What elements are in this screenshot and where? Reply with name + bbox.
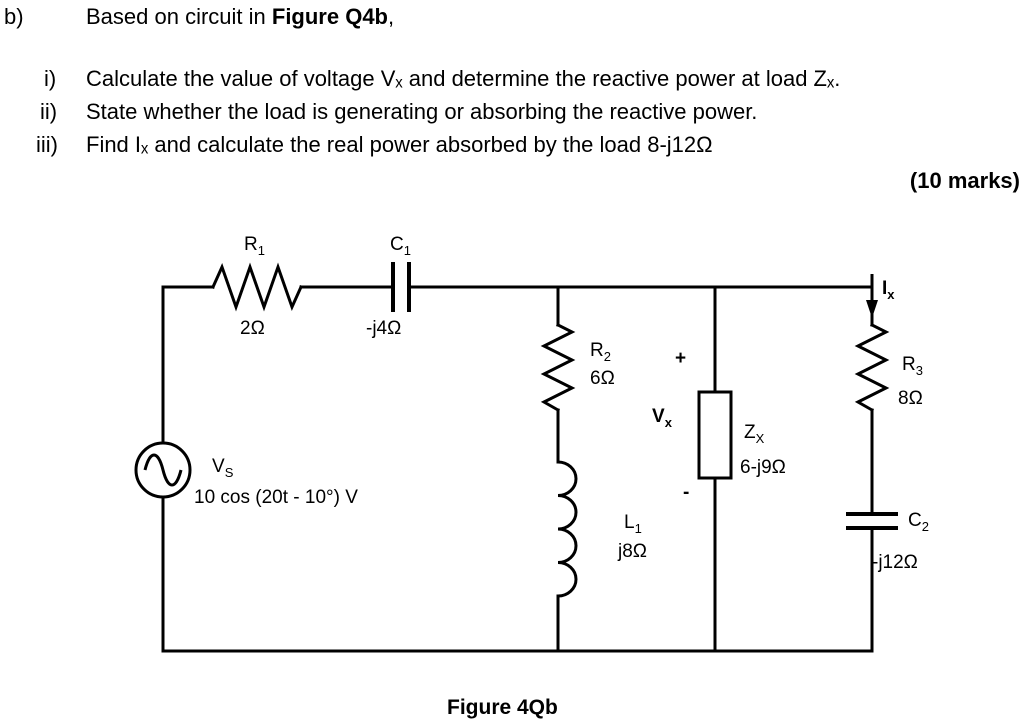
vs-value: 10 cos (20t - 10°) V bbox=[194, 487, 358, 508]
c2-label: C2 bbox=[908, 510, 929, 534]
question-intro: Based on circuit in Figure Q4b, bbox=[86, 4, 394, 30]
intro-suffix: , bbox=[388, 4, 395, 29]
c1-label: C1 bbox=[390, 234, 411, 258]
resistor-r3-symbol bbox=[854, 322, 890, 413]
wires bbox=[161, 285, 874, 653]
l1-value: j8Ω bbox=[617, 541, 647, 562]
l1-label: L1 bbox=[624, 512, 642, 536]
figure-caption: Figure 4Qb bbox=[447, 696, 558, 719]
item-2-number: ii) bbox=[40, 99, 58, 124]
capacitor-c2-symbol bbox=[846, 512, 898, 530]
zx-value: 6-j9Ω bbox=[740, 457, 786, 478]
vx-label: Vx bbox=[652, 406, 673, 430]
vx-plus: + bbox=[675, 348, 686, 369]
item-3-text: Find Iₓ and calculate the real power abs… bbox=[86, 132, 713, 157]
vs-label: VS bbox=[212, 456, 234, 480]
current-arrow-icon bbox=[866, 274, 878, 318]
c1-value: -j4Ω bbox=[366, 318, 401, 339]
c2-value: -j12Ω bbox=[872, 552, 918, 573]
marks-label: (10 marks) bbox=[909, 168, 1020, 193]
r2-label: R2 bbox=[590, 340, 611, 364]
left-bottom-wire bbox=[161, 497, 874, 653]
impedance-zx-box bbox=[697, 390, 733, 480]
zx-label: ZX bbox=[744, 422, 765, 446]
part-label: b) bbox=[4, 4, 24, 29]
left-wire bbox=[161, 285, 215, 444]
item-2-text: State whether the load is generating or … bbox=[86, 99, 758, 124]
capacitor-c1-symbol bbox=[391, 262, 411, 312]
r3-label: R3 bbox=[902, 354, 923, 378]
ix-label: Ix bbox=[882, 278, 895, 302]
r2-value: 6Ω bbox=[590, 368, 615, 389]
resistor-r2-symbol bbox=[540, 322, 576, 413]
item-3-number: iii) bbox=[36, 132, 58, 157]
inductor-l1-symbol bbox=[556, 460, 578, 598]
figure-reference: Figure Q4b bbox=[271, 4, 388, 29]
r1-value: 2Ω bbox=[240, 318, 265, 339]
vx-minus: - bbox=[683, 482, 689, 503]
item-1-number: i) bbox=[44, 66, 57, 91]
intro-prefix: Based on circuit in bbox=[86, 4, 272, 29]
item-1-text: Calculate the value of voltage Vₓ and de… bbox=[86, 66, 841, 91]
ac-source-symbol bbox=[134, 441, 192, 499]
resistor-r1-symbol bbox=[211, 262, 303, 312]
r3-value: 8Ω bbox=[898, 388, 923, 409]
r1-label: R1 bbox=[244, 234, 265, 258]
